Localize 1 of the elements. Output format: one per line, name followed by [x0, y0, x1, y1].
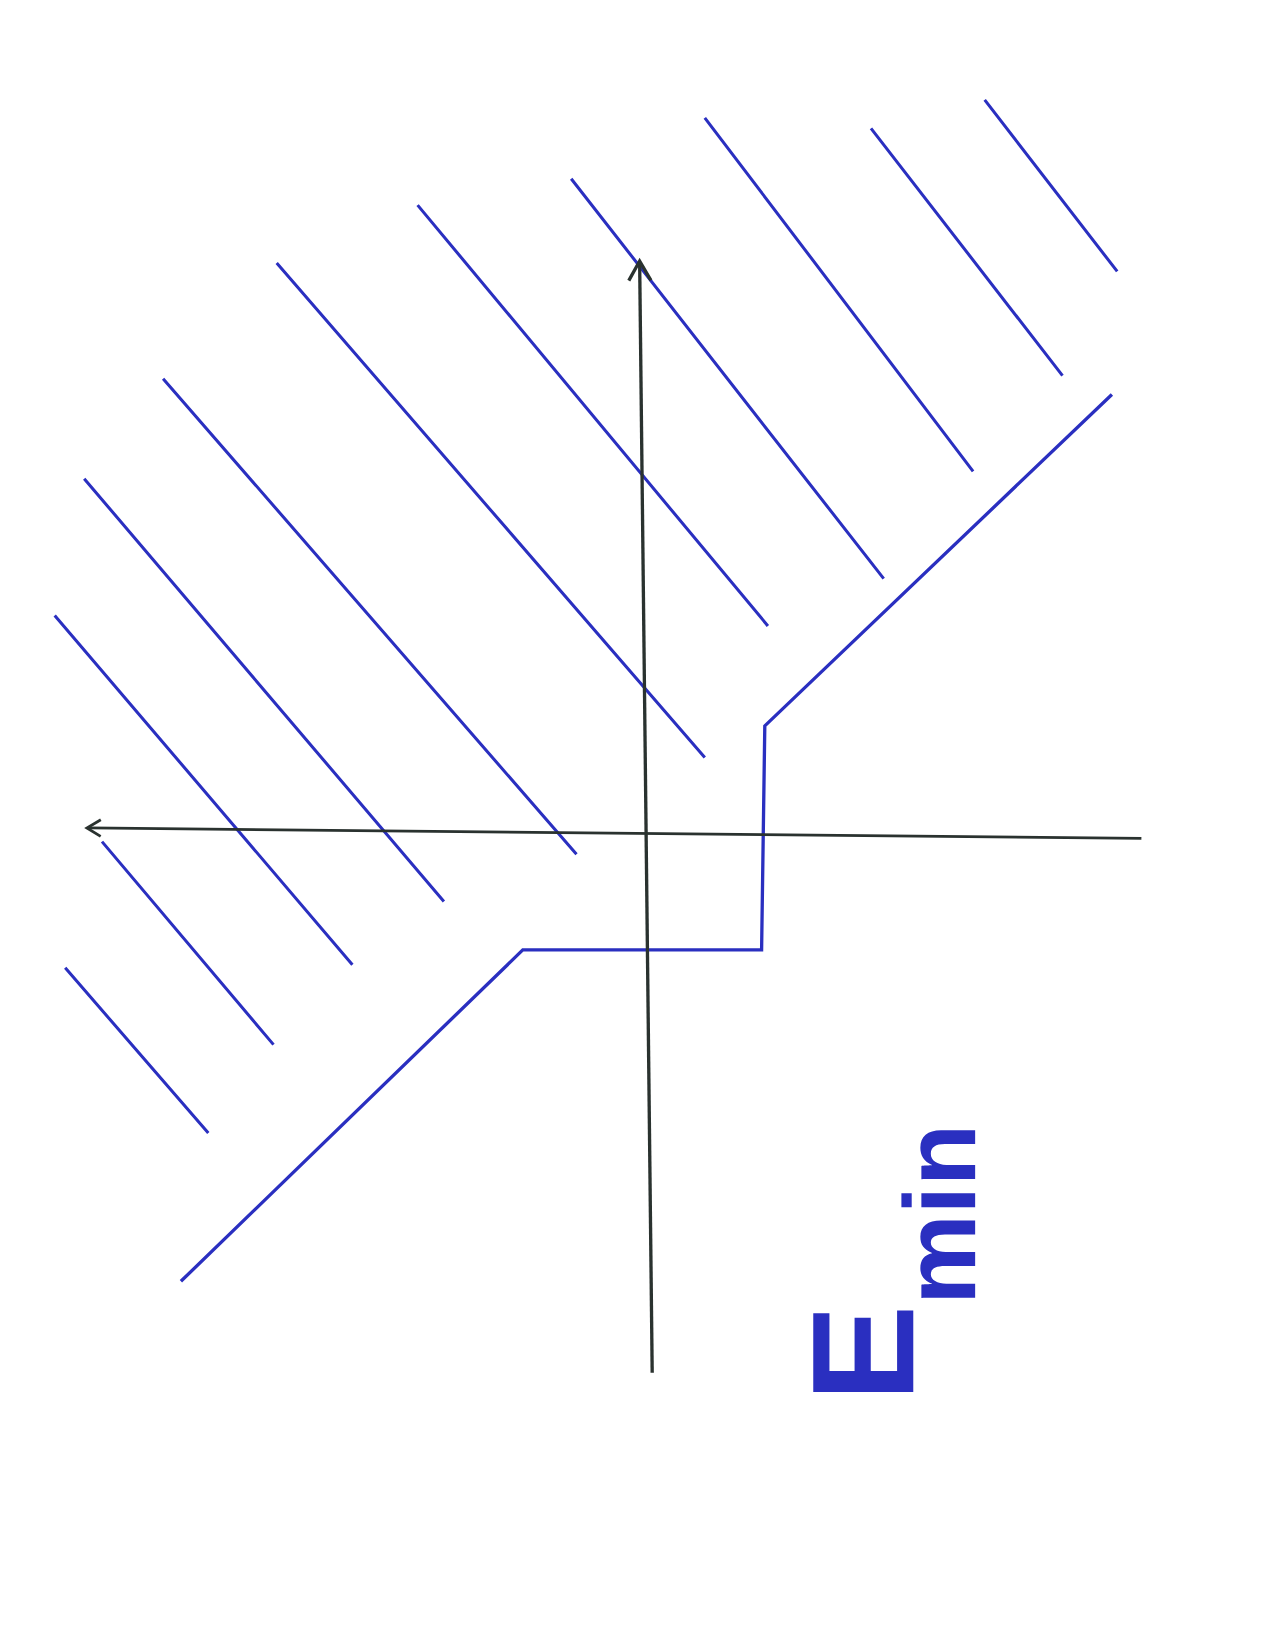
- region-label: E$_{min}$: [813, 1130, 976, 1392]
